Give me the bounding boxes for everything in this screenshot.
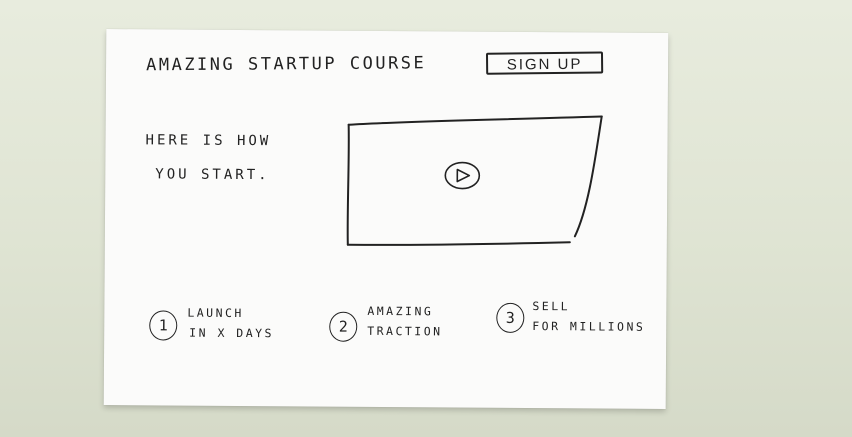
step-number-badge: 3 [496,302,525,333]
step-label: AMAZING TRACTION [367,301,443,342]
step-number-badge: 2 [329,311,358,342]
paper-sketch: AMAZING STARTUP COURSE SIGN UP HERE IS H… [103,29,669,409]
hero-headline-line-2: YOU START. [155,166,270,184]
step-label: LAUNCH IN X DAYS [187,303,274,344]
step-label-line-2: IN X DAYS [189,325,275,341]
video-frame [346,115,603,246]
step-label-line-1: SELL [532,299,571,314]
play-icon [444,161,481,190]
hero-headline-line-1: HERE IS HOW [145,132,272,150]
video-player[interactable] [345,115,606,253]
step-label-line-2: TRACTION [367,323,443,339]
hero-headline: HERE IS HOW YOU START. [145,123,271,192]
step-label: SELL FOR MILLIONS [532,296,645,337]
step-label-line-1: AMAZING [367,303,434,319]
step-label-line-2: FOR MILLIONS [532,319,646,334]
sign-up-button[interactable]: SIGN UP [485,51,604,75]
step-label-line-1: LAUNCH [187,305,244,321]
page-title: AMAZING STARTUP COURSE [146,53,427,76]
step-number-badge: 1 [149,310,178,341]
play-button[interactable] [443,160,481,190]
